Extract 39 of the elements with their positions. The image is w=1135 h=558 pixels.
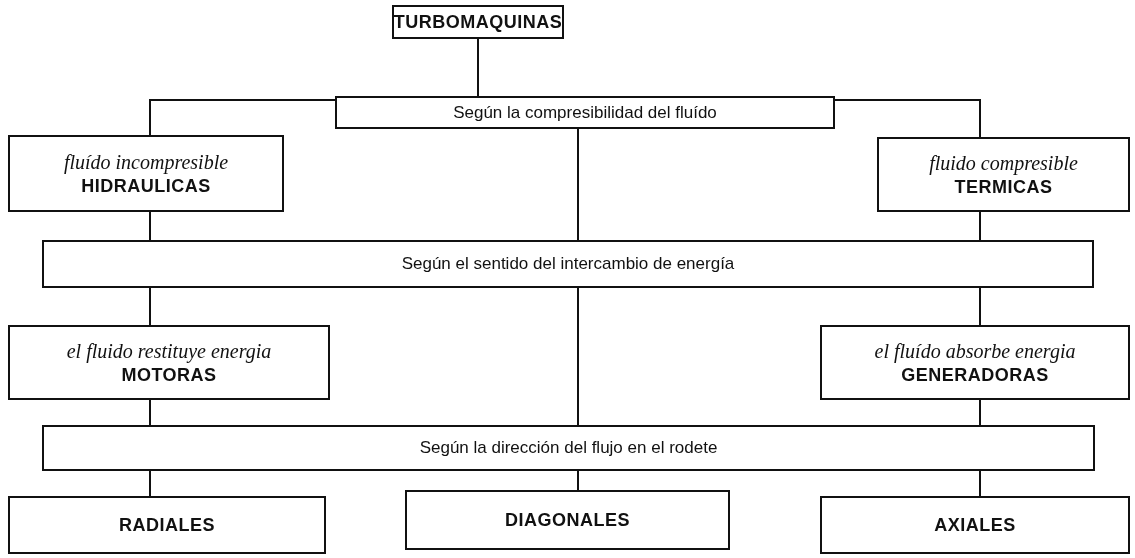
category-box	[877, 137, 1130, 212]
node-label: TERMICAS	[954, 175, 1053, 199]
node-label: RADIALES	[119, 513, 215, 537]
node-label: DIAGONALES	[505, 508, 630, 532]
description-text: el fluido restituye energia	[66, 338, 272, 364]
connector-line	[149, 99, 336, 136]
connector-line	[979, 470, 981, 497]
connector-line	[834, 99, 981, 138]
connector-line	[577, 470, 579, 491]
connector-line	[149, 211, 151, 241]
category-box	[8, 135, 284, 212]
process-box	[335, 96, 835, 129]
connector-line	[577, 287, 579, 426]
node-label: GENERADORAS	[901, 363, 1049, 387]
node-label: Según el sentido del intercambio de energía	[401, 253, 735, 275]
node-label: MOTORAS	[121, 363, 217, 387]
connector-line	[979, 211, 981, 241]
process-box	[405, 490, 730, 550]
process-box	[42, 425, 1095, 471]
node-label: AXIALES	[934, 513, 1016, 537]
process-box	[820, 496, 1130, 554]
description-text: el fluído absorbe energia	[874, 338, 1076, 364]
category-box	[820, 325, 1130, 400]
connector-line	[149, 470, 151, 497]
connector-line	[979, 287, 981, 326]
connector-line	[577, 128, 579, 241]
process-box	[42, 240, 1094, 288]
node-label: TURBOMAQUINAS	[393, 10, 563, 34]
node-label: Según la compresibilidad del fluído	[453, 101, 717, 124]
node-label: HIDRAULICAS	[81, 174, 211, 198]
category-box	[8, 325, 330, 400]
connector-line	[149, 399, 151, 426]
description-text: fluido compresible	[929, 150, 1078, 176]
node-label: Según la dirección del flujo en el rodete	[419, 437, 718, 459]
process-box	[8, 496, 326, 554]
connector-line	[477, 38, 479, 97]
description-text: fluído incompresible	[63, 149, 229, 175]
connector-line	[149, 287, 151, 326]
connector-line	[979, 399, 981, 426]
